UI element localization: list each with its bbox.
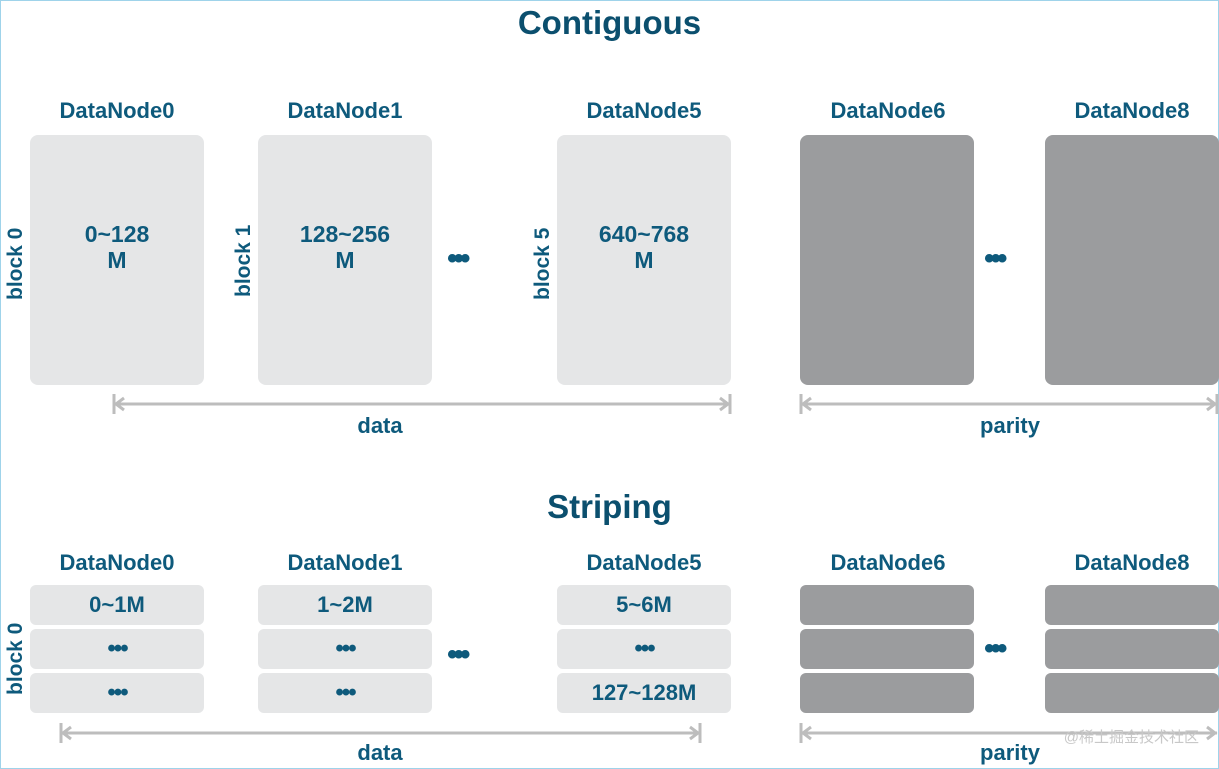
contiguous-node-label-1: DataNode1 [287,98,403,123]
contiguous-block-datanode5: 640~768 M [557,135,731,385]
contiguous-block-datanode1: 128~256 M [258,135,432,385]
striping-cell-n1-row2: ••• [258,629,432,669]
striping-parity-cell-n6-row1 [800,585,974,625]
striping-parity-cell-n6-row2 [800,629,974,669]
striping-parity-ellipsis: ••• [984,632,1007,665]
contiguous-title: Contiguous [517,4,702,41]
striping-node-label-1: DataNode1 [287,550,403,575]
striping-node-label-6: DataNode6 [830,550,946,575]
contiguous-parity-block-datanode8 [1045,135,1219,385]
contiguous-data-label: data [357,413,403,438]
striping-cell-n0-row1: 0~1M [30,585,204,625]
striping-parity-cell-n6-row3 [800,673,974,713]
striping-parity-arrow [799,723,1218,743]
striping-cell-n5-row1: 5~6M [557,585,731,625]
contiguous-parity-ellipsis: ••• [984,242,1007,275]
watermark: @稀土掘金技术社区 [1063,729,1199,746]
contiguous-range-1: 128~256 M [258,221,432,273]
striping-data-arrow [59,723,702,743]
range-5-value: 640~768 [598,221,690,247]
striping-cell-n5-row2: ••• [557,629,731,669]
contiguous-data-ellipsis: ••• [447,242,470,275]
striping-cell-n1-row3: ••• [258,673,432,713]
contiguous-parity-arrow [799,394,1219,414]
contiguous-data-arrow [112,394,732,414]
striping-title: Striping [547,488,672,525]
range-0-value: 0~128 [84,221,150,247]
contiguous-node-label-6: DataNode6 [830,98,946,123]
striping-parity-cell-n8-row3 [1045,673,1219,713]
striping-cell-n0-row2: ••• [30,629,204,669]
striping-cell-n5-row3: 127~128M [557,673,731,713]
striping-node-label-0: DataNode0 [59,550,175,575]
striping-cell-n0-row3: ••• [30,673,204,713]
contiguous-block-datanode0: 0~128 M [30,135,204,385]
striping-data-ellipsis: ••• [447,638,470,671]
striping-parity-label: parity [980,740,1040,765]
contiguous-node-label-5: DataNode5 [586,98,702,123]
striping-cell-n1-row1: 1~2M [258,585,432,625]
contiguous-parity-block-datanode6 [800,135,974,385]
striping-data-label: data [357,740,403,765]
contiguous-parity-label: parity [980,413,1040,438]
range-5-unit: M [634,247,654,273]
contiguous-range-5: 640~768 M [557,221,731,273]
striping-node-label-8: DataNode8 [1074,550,1190,575]
striping-parity-cell-n8-row1 [1045,585,1219,625]
range-1-value: 128~256 [299,221,391,247]
contiguous-range-0: 0~128 M [30,221,204,273]
contiguous-node-label-8: DataNode8 [1074,98,1190,123]
range-1-unit: M [335,247,355,273]
striping-node-label-5: DataNode5 [586,550,702,575]
striping-parity-cell-n8-row2 [1045,629,1219,669]
range-0-unit: M [107,247,127,273]
contiguous-node-label-0: DataNode0 [59,98,175,123]
